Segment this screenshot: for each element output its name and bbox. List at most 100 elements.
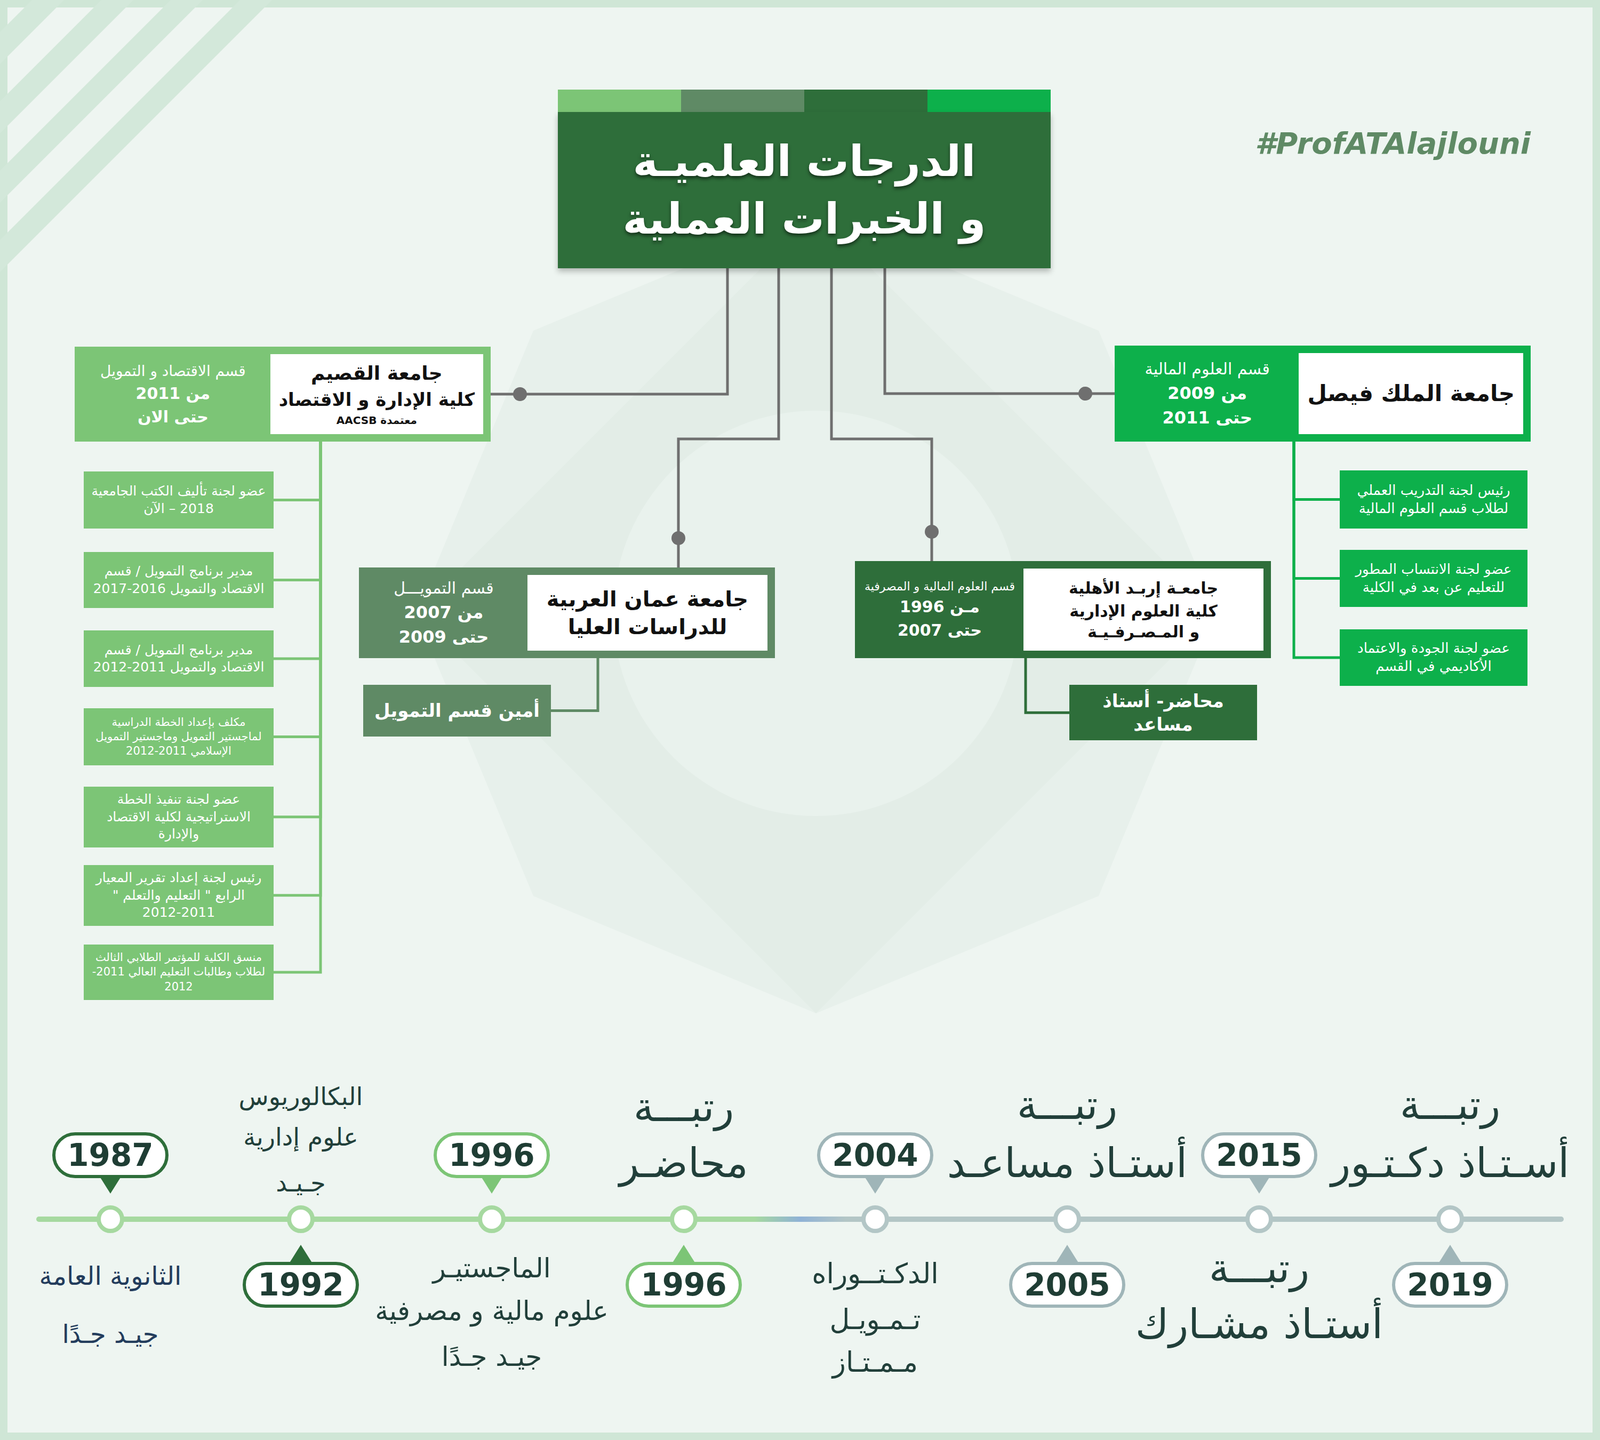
role-text: عضو لجنة تأليف الكتب الجامعية 2018 – الآ… <box>91 482 267 518</box>
role-box: رئيس لجنة إعداد تقرير المعيار الرابع " ا… <box>83 865 274 926</box>
unit-box: جامعة عمان العربية للدراسات العلياقسم ال… <box>358 567 775 659</box>
role-text: مدير برنامج التمويل / قسم الاقتصاد والتم… <box>91 641 267 677</box>
timeline-dot <box>289 1207 313 1231</box>
department-text: قسم العلوم المالية <box>1145 358 1270 380</box>
role-text: رئيس لجنة التدريب العملي لطلاب قسم العلو… <box>1347 481 1520 518</box>
event-text: رتبـــة <box>1209 1243 1310 1293</box>
department-text: قسم الاقتصاد و التمويل <box>100 361 246 381</box>
timeline-dot <box>672 1207 696 1231</box>
event-text: أستـاذ مشـارك <box>1135 1299 1383 1349</box>
department-text: حتى 2011 <box>1162 406 1253 429</box>
department-text: من 2011 <box>136 383 211 404</box>
connector <box>273 441 321 818</box>
event-text: علوم مالية و مصرفية <box>374 1294 609 1327</box>
connector-dot <box>1078 386 1093 401</box>
timeline-event: 1996الماجستيـرعلوم مالية و مصرفيةجيـد جـ… <box>368 1128 615 1378</box>
role-box: رئيس لجنة التدريب العملي لطلاب قسم العلو… <box>1339 470 1528 529</box>
university-name: كلية العلوم الإدارية و المـصـرفـيـة <box>1032 600 1255 643</box>
year-badge: 2019 <box>1392 1261 1508 1308</box>
role-box: عضو لجنة تأليف الكتب الجامعية 2018 – الآ… <box>83 471 274 529</box>
event-text: مـمـتـاز <box>832 1345 918 1379</box>
event-text: رتبـــة <box>1400 1080 1501 1130</box>
role-box: عضو لجنة الجودة والاعتماد الأكاديمي في ا… <box>1339 629 1528 686</box>
role-box: مدير برنامج التمويل / قسم الاقتصاد والتم… <box>83 630 274 687</box>
timeline-event: 2005رتبـــةأستـاذ مساعـد <box>940 1076 1194 1312</box>
connector <box>884 268 1115 394</box>
hashtag-label: #ProfATAlajlouni <box>1254 125 1531 161</box>
event-text: جيـد جـدًا <box>441 1340 542 1373</box>
timeline-dot <box>1247 1207 1271 1231</box>
connector <box>273 441 321 501</box>
university-name: جامعة الملك فيصل <box>1307 379 1515 409</box>
event-text: البكالوريوس <box>238 1082 364 1112</box>
title-stripe <box>681 89 805 112</box>
department-text: قسم العلوم المالية و المصرفية <box>864 579 1015 595</box>
event-text: جـيـد <box>275 1168 326 1198</box>
department-text: قسم التمويـــل <box>393 578 494 599</box>
role-text: عضو لجنة الجودة والاعتماد الأكاديمي في ا… <box>1347 639 1520 676</box>
timeline-event: 1996رتبـــةمحاضـر <box>612 1078 755 1312</box>
university-name: جامعة عمان العربية للدراسات العليا <box>536 585 759 641</box>
year-badge: 2015 <box>1201 1132 1317 1179</box>
university-box: جامعة الملك فيصل <box>1298 353 1524 435</box>
role-box: عضو لجنة تنفيذ الخطة الاستراتيجية لكلية … <box>83 786 274 848</box>
department-text: حتى الان <box>137 406 209 428</box>
page-frame <box>3 3 1597 1437</box>
title-text: الدرجات العلميـة و الخبرات العملية <box>579 132 1030 248</box>
role-text: عضو لجنة الانتساب المطور للتعليم عن بعد … <box>1347 560 1520 597</box>
unit-details: قسم الاقتصاد و التمويلمن 2011حتى الان <box>82 354 264 435</box>
timeline-dot <box>480 1207 504 1231</box>
connector <box>273 441 321 896</box>
department-text: حتى 2009 <box>398 626 490 648</box>
year-badge: 1992 <box>242 1261 359 1308</box>
connector <box>1293 441 1340 579</box>
title-stripe <box>804 89 928 112</box>
event-text: الدكـتــوراه <box>811 1257 939 1291</box>
role-text: محاضر- أستاذ مساعد <box>1076 689 1250 736</box>
role-box: أمين قسم التمويل <box>363 684 551 737</box>
connector-dot <box>924 524 939 539</box>
event-text: أستـاذ مساعـد <box>947 1138 1188 1188</box>
university-name: جامعة القصيم <box>310 361 443 387</box>
event-text: تـمـويـل <box>829 1302 922 1336</box>
department-text: حتى 2007 <box>897 620 982 641</box>
unit-details: قسم التمويـــلمن 2007حتى 2009 <box>366 574 522 651</box>
corner-stripe <box>0 0 203 203</box>
badge-pointer <box>1438 1244 1462 1264</box>
timeline-line <box>38 1216 1562 1222</box>
timeline-event: 2004 الدكـتــوراه تـمـويـل مـمـتـاز <box>805 1128 945 1383</box>
connector <box>273 441 321 738</box>
role-text: مدير برنامج التمويل / قسم الاقتصاد والتم… <box>91 562 267 598</box>
event-text: الماجستيـر <box>432 1252 551 1285</box>
role-box: مدير برنامج التمويل / قسم الاقتصاد والتم… <box>83 552 274 608</box>
university-name: كلية الإدارة و الاقتصاد <box>278 387 475 412</box>
unit-box: جامعة الملك فيصل قسم العلوم الماليةمن 200… <box>1114 345 1531 442</box>
event-text: محاضـر <box>619 1138 749 1188</box>
event-text: أسـتـاذ دكـتـور <box>1331 1138 1570 1188</box>
role-box: عضو لجنة الانتساب المطور للتعليم عن بعد … <box>1339 549 1528 607</box>
year-badge: 2004 <box>817 1132 933 1179</box>
connector <box>678 268 779 568</box>
connector <box>550 658 598 711</box>
badge-pointer <box>1055 1244 1079 1264</box>
timeline-dot <box>1438 1207 1462 1231</box>
role-text: رئيس لجنة إعداد تقرير المعيار الرابع " ا… <box>91 869 267 922</box>
timeline-event: 1987الثانوية العامةجيـد جـدًا <box>33 1128 189 1355</box>
role-text: منسق الكلية للمؤتمر الطلابي الثالث لطلاب… <box>91 950 267 995</box>
timeline-dot <box>98 1207 123 1231</box>
university-name: جامعـة إربـد الأهلية <box>1068 577 1219 599</box>
department-text: مـن 1996 <box>899 596 980 618</box>
connector <box>1293 441 1340 658</box>
role-box: مكلف بإعداد الخطة الدراسية لماجستير التم… <box>83 708 274 766</box>
university-name: معتمدة AACSB <box>336 413 418 428</box>
year-badge: 1987 <box>52 1132 168 1179</box>
unit-details: قسم العلوم الماليةمن 2009حتى 2011 <box>1122 353 1293 435</box>
connector-dot <box>513 387 527 402</box>
title-box: الدرجات العلميـة و الخبرات العملية <box>557 112 1051 269</box>
event-text: جيـد جـدًا <box>62 1318 159 1350</box>
timeline-dot <box>1055 1207 1079 1231</box>
badge-pointer <box>672 1244 696 1264</box>
department-text: من 2009 <box>1167 382 1247 404</box>
unit-box: جامعة القصيمكلية الإدارة و الاقتصادمعتمد… <box>74 346 491 442</box>
event-text: رتبـــة <box>1017 1080 1118 1130</box>
